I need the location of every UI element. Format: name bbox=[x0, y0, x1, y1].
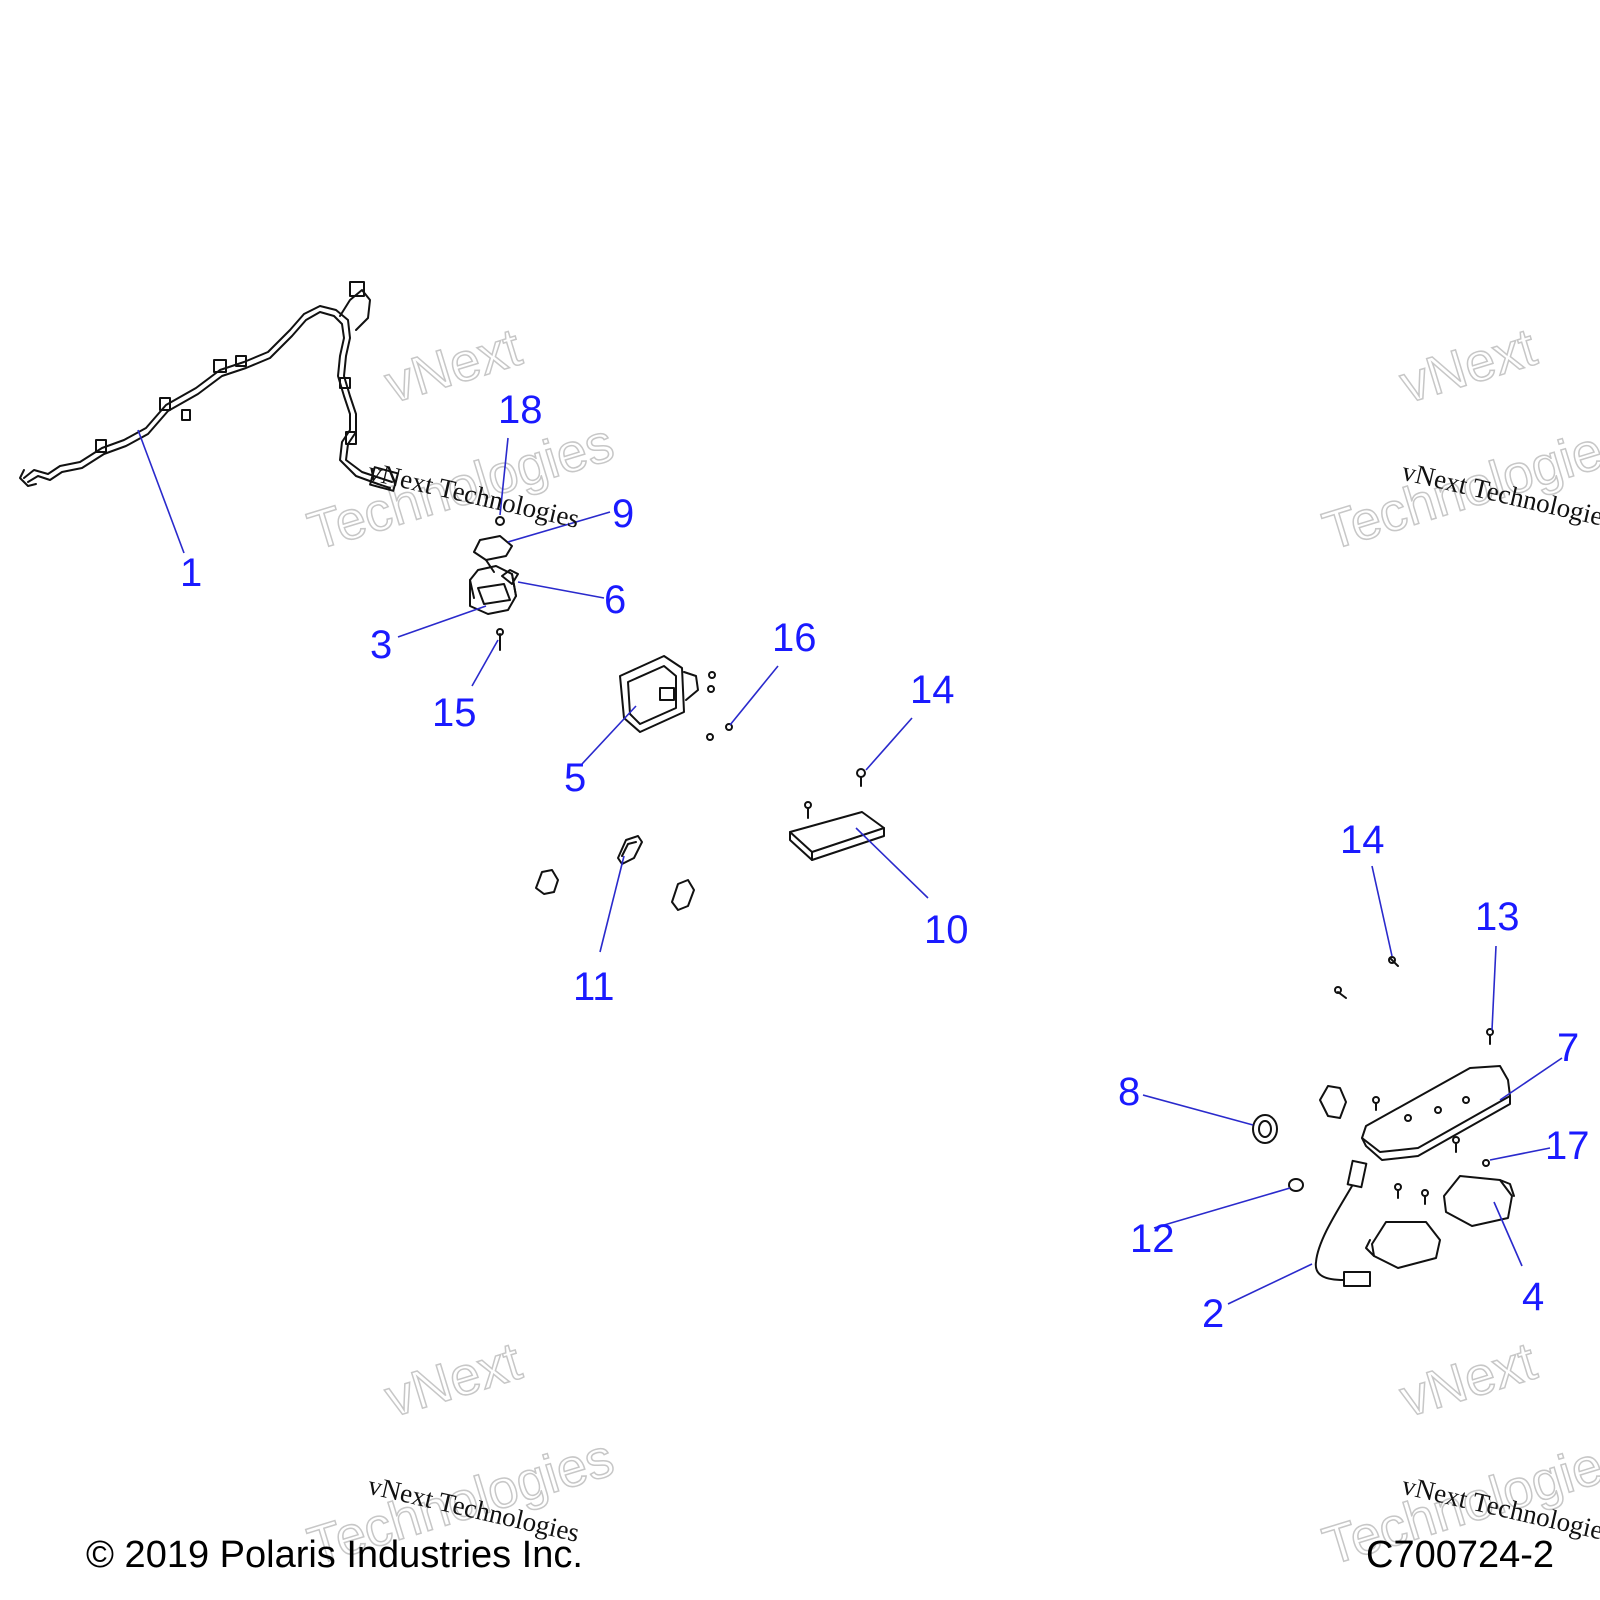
callout-14-lower: 14 bbox=[1340, 818, 1385, 862]
fastener-part-13 bbox=[1486, 1028, 1494, 1045]
callout-3: 3 bbox=[370, 623, 393, 667]
callout-15: 15 bbox=[432, 691, 477, 735]
callout-9: 9 bbox=[612, 492, 635, 536]
callout-13: 13 bbox=[1475, 895, 1520, 939]
bolts-part-14-lower bbox=[1334, 956, 1399, 999]
callout-18: 18 bbox=[498, 388, 543, 432]
plate-part-10 bbox=[789, 801, 885, 861]
callout-1: 1 bbox=[180, 551, 203, 595]
ecm-module-part-5 bbox=[619, 655, 733, 741]
grommet-part-12 bbox=[1288, 1178, 1304, 1192]
wiring-harness-part-1 bbox=[19, 281, 399, 492]
callout-17: 17 bbox=[1545, 1124, 1590, 1168]
leader-lines bbox=[137, 429, 1563, 1305]
callout-4: 4 bbox=[1522, 1275, 1545, 1319]
plug-part-8 bbox=[1252, 1114, 1278, 1144]
bolt-part-14-upper bbox=[856, 768, 866, 787]
modules-part-4 bbox=[1365, 1175, 1515, 1269]
nut-part-18 bbox=[495, 516, 505, 526]
callout-12: 12 bbox=[1130, 1217, 1175, 1261]
callout-8: 8 bbox=[1118, 1070, 1141, 1114]
bracket-plate-part-7 bbox=[1361, 1065, 1511, 1161]
bracket-part-9 bbox=[473, 535, 513, 573]
grommet-loop bbox=[1319, 1085, 1347, 1119]
callout-5: 5 bbox=[564, 756, 587, 800]
callout-11: 11 bbox=[573, 965, 615, 1009]
callout-6: 6 bbox=[604, 578, 627, 622]
callout-2: 2 bbox=[1202, 1292, 1225, 1336]
bolt-part-15 bbox=[496, 628, 504, 651]
sensor-part-2 bbox=[1314, 1159, 1490, 1287]
coil-part-3 bbox=[469, 565, 517, 615]
diagram-code: C700724-2 bbox=[1366, 1534, 1555, 1576]
grommets-part-11 bbox=[535, 835, 695, 911]
callout-16: 16 bbox=[772, 616, 817, 660]
copyright-text: © 2019 Polaris Industries Inc. bbox=[86, 1534, 583, 1576]
callout-10: 10 bbox=[924, 908, 969, 952]
callout-7: 7 bbox=[1557, 1026, 1580, 1070]
callout-14-upper: 14 bbox=[910, 668, 955, 712]
clip-part-6 bbox=[501, 569, 519, 585]
